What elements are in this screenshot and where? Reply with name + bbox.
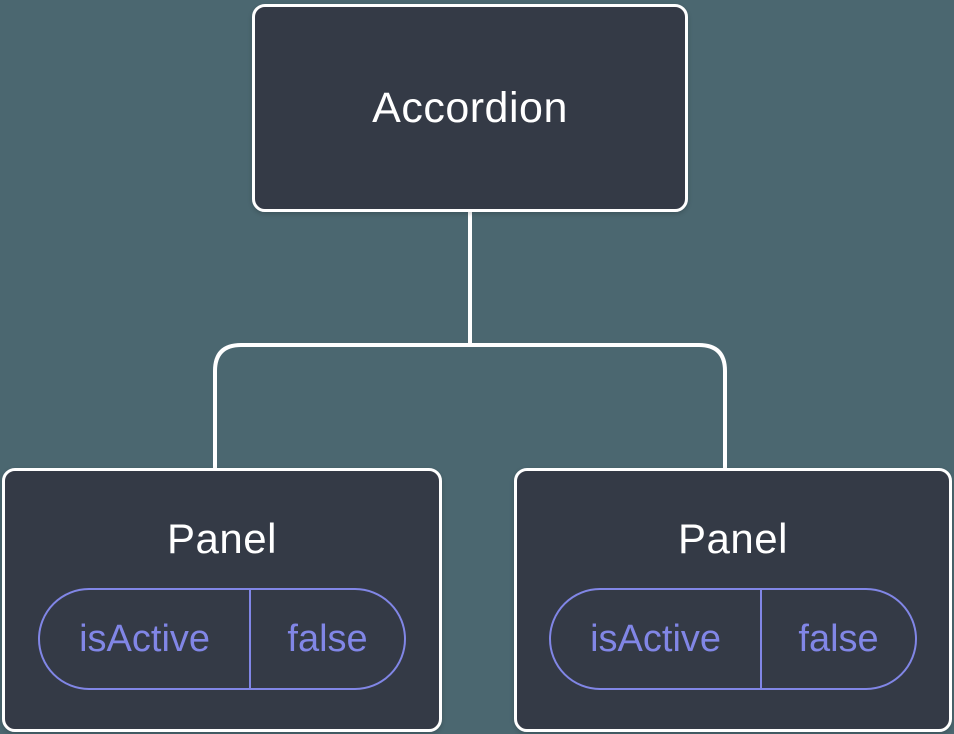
state-key: isActive <box>40 590 252 688</box>
accordion-label: Accordion <box>372 83 568 132</box>
panel-2-label: Panel <box>678 515 788 562</box>
connector-branch <box>213 343 727 472</box>
state-value: false <box>287 617 368 660</box>
node-accordion: Accordion <box>252 4 688 212</box>
panel-1-label: Panel <box>167 515 277 562</box>
node-panel-1: Panel isActive false <box>2 468 442 732</box>
state-pill: isActive false <box>38 588 406 690</box>
node-panel-2: Panel isActive false <box>514 468 952 732</box>
state-key: isActive <box>551 590 763 688</box>
state-value: false <box>798 617 879 660</box>
state-pill: isActive false <box>549 588 917 690</box>
